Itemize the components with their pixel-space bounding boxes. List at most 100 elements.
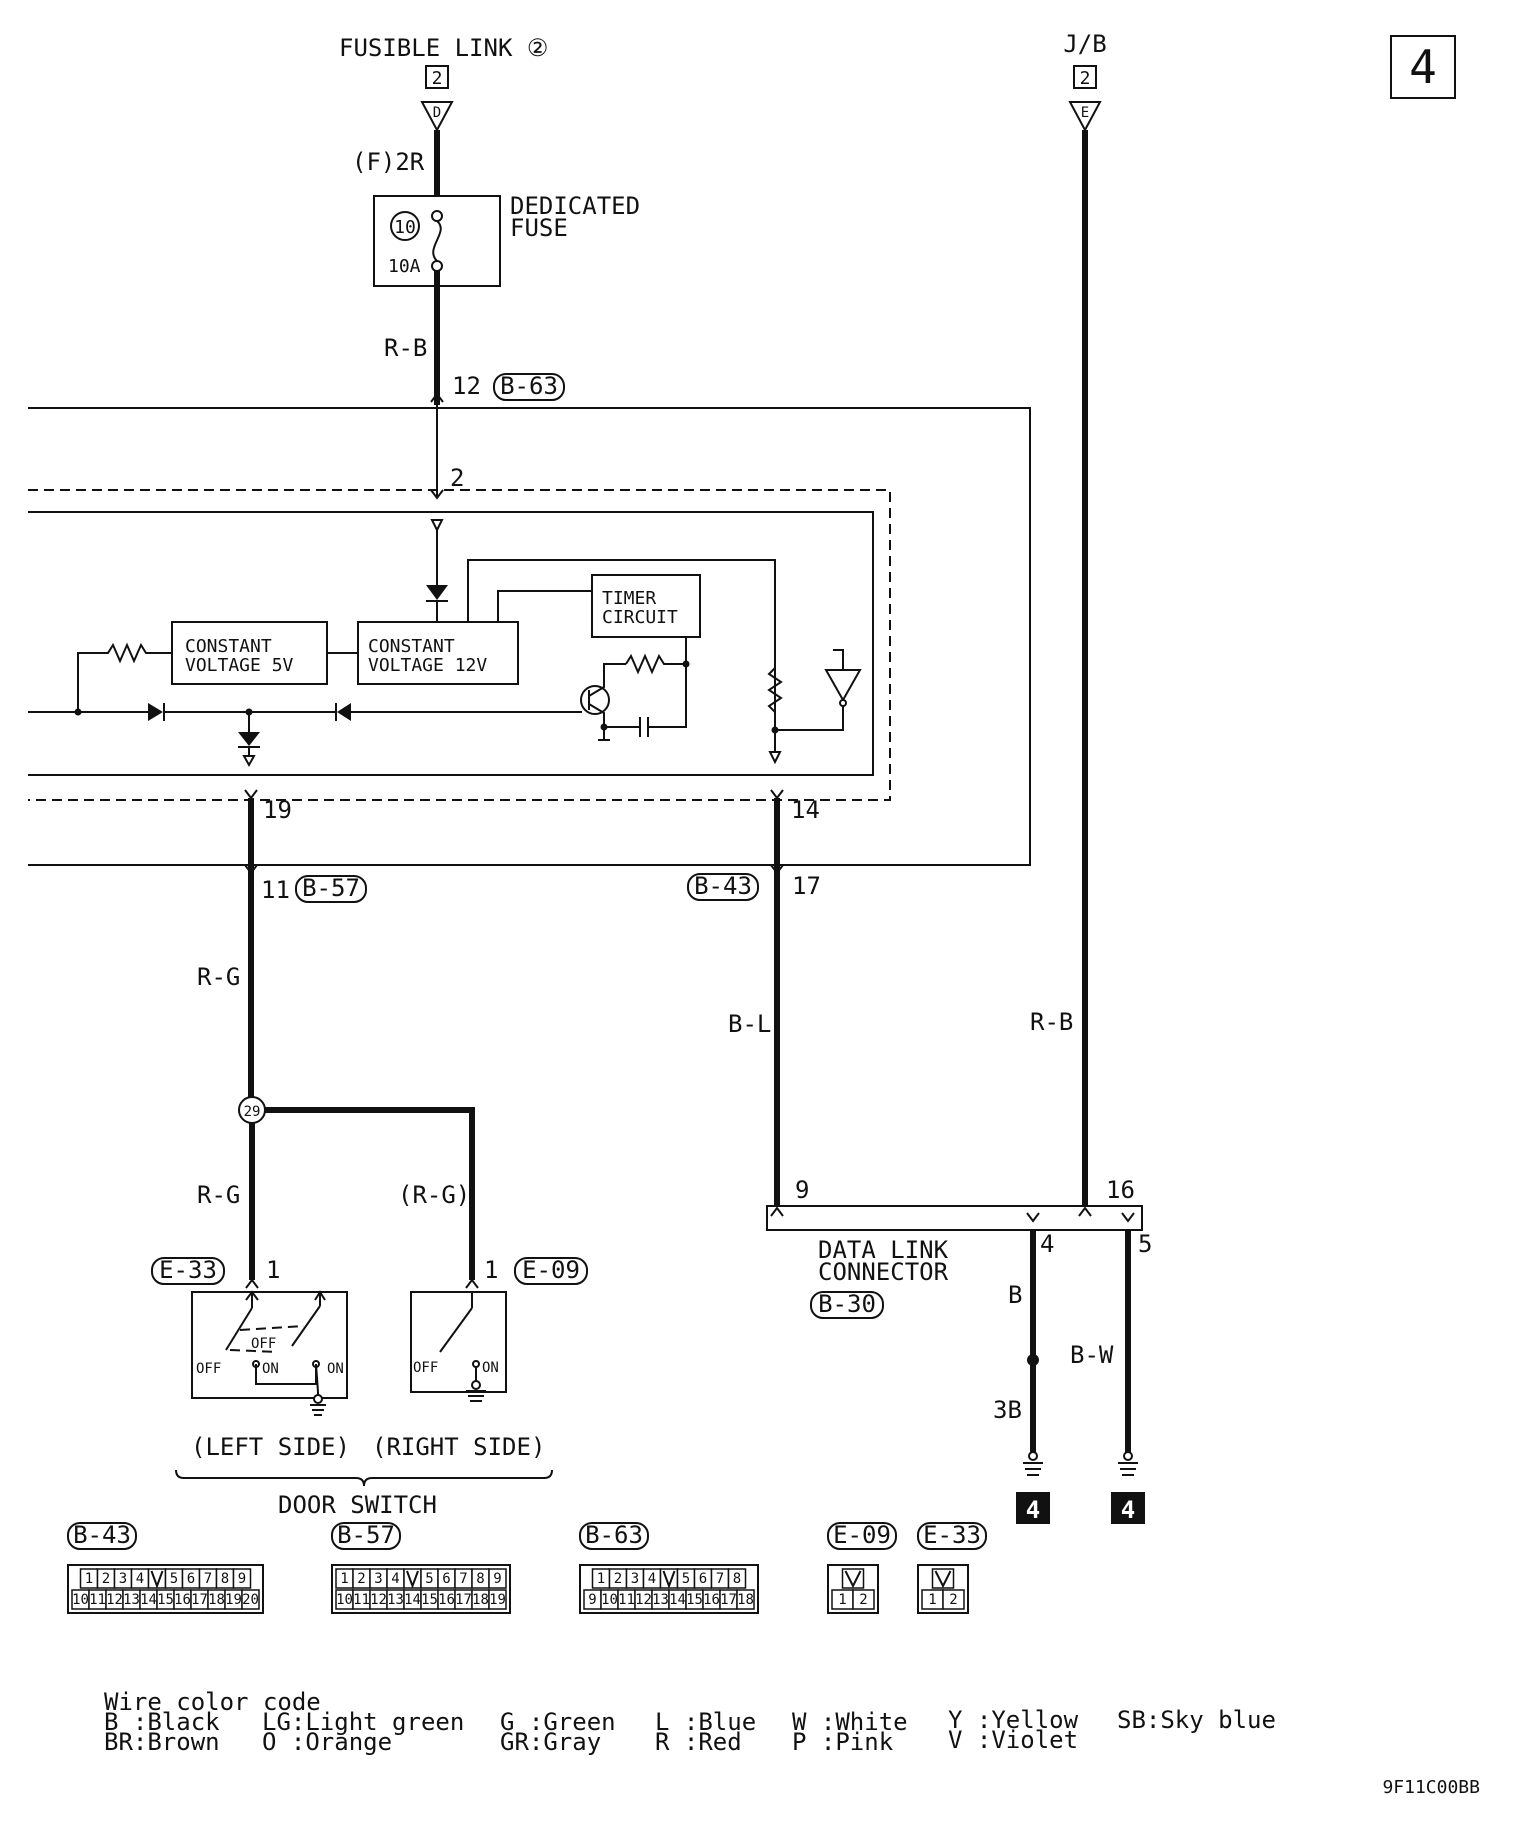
connector-pin-number: 6	[442, 1571, 450, 1587]
connector-pin-number: 7	[459, 1571, 467, 1587]
connector-pin-number: 18	[472, 1592, 489, 1608]
jb-label: J/B	[1063, 30, 1106, 58]
ground-3b-wire: 3B	[993, 1396, 1022, 1424]
connector-pin-number: 16	[438, 1592, 455, 1608]
left-side-label: (LEFT SIDE)	[191, 1433, 350, 1461]
data-link-label-2: CONNECTOR	[818, 1258, 949, 1286]
ground-marker-2	[1111, 1492, 1145, 1524]
connector-pin-number: 14	[140, 1592, 157, 1608]
connector-pin-number: 1	[597, 1571, 605, 1587]
b57-conn: B-57	[302, 874, 360, 902]
connector-pin-number: 2	[614, 1571, 622, 1587]
legend-orange: O :Orange	[262, 1728, 392, 1756]
ground-marker-2-text: 4	[1121, 1496, 1135, 1524]
connector-pin-number: 5	[170, 1571, 178, 1587]
connector-pin-number: 8	[476, 1571, 484, 1587]
b57-conn-badge	[295, 875, 367, 903]
connector-pin-cell	[727, 1568, 747, 1589]
ground-marker-1-text: 4	[1026, 1496, 1040, 1524]
data-link-wire: B-L	[728, 1010, 771, 1038]
diagram-code: 9F11C00BB	[1382, 1777, 1480, 1798]
connector-pin-number: 11	[353, 1592, 370, 1608]
connector-badge	[67, 1522, 137, 1550]
fusible-link-terminal-label: D	[433, 105, 441, 121]
jb-wire-label: R-B	[1030, 1008, 1073, 1036]
cv12-label-2: VOLTAGE 12V	[368, 655, 487, 676]
fuse-number: 10	[394, 217, 416, 238]
connector-key	[934, 1570, 952, 1589]
connector-pin-number: 9	[238, 1571, 246, 1587]
page-number: 4	[1409, 40, 1437, 94]
connector-pin-number: 18	[737, 1592, 754, 1608]
fusible-wire-label: (F)2R	[352, 148, 425, 176]
e09-conn-badge	[514, 1257, 588, 1285]
connector-pin-cell	[942, 1589, 965, 1610]
timer-label-2: CIRCUIT	[602, 607, 678, 628]
legend-pink: P :Pink	[792, 1728, 894, 1756]
connector-pin-number: 8	[733, 1571, 741, 1587]
right-door-switch	[410, 1291, 507, 1393]
connector-pin-number: 13	[123, 1592, 140, 1608]
inner-pin-2: 2	[450, 464, 464, 492]
b63-conn: B-63	[500, 372, 558, 400]
connector-pin-number: 1	[928, 1592, 936, 1608]
connector-pin-number: 9	[493, 1571, 501, 1587]
b30-conn: B-30	[818, 1290, 876, 1318]
legend-red: R :Red	[655, 1728, 742, 1756]
connector-title: E-09	[833, 1521, 891, 1549]
connector-pin-number: 6	[699, 1571, 707, 1587]
connector-pin-number: 4	[136, 1571, 144, 1587]
ecu-outer-box	[28, 407, 1031, 866]
connector-pin-number: 11	[618, 1592, 635, 1608]
fusible-link-label: FUSIBLE LINK ②	[339, 34, 548, 62]
connector-pin-number: 17	[720, 1592, 737, 1608]
jb-terminal-label: E	[1081, 105, 1089, 121]
connector-badge	[827, 1522, 897, 1550]
data-link-label-1: DATA LINK	[818, 1236, 949, 1264]
page-number-box	[1390, 35, 1456, 99]
connector-pin-number: 5	[425, 1571, 433, 1587]
connector-pin-cell	[488, 1568, 507, 1589]
connector-pin-number: 18	[208, 1592, 225, 1608]
legend-violet: V :Violet	[948, 1726, 1078, 1754]
legend-brown: BR:Brown	[104, 1728, 220, 1756]
ecu-dashed-box	[28, 489, 891, 801]
b63-conn-badge	[493, 373, 565, 401]
connector-pin-number: 2	[859, 1592, 867, 1608]
connector-title: B-57	[337, 1521, 395, 1549]
connector-pin-number: 6	[187, 1571, 195, 1587]
connector-pin-number: 8	[221, 1571, 229, 1587]
connector-pin-number: 5	[682, 1571, 690, 1587]
legend-sky-blue: SB:Sky blue	[1117, 1706, 1276, 1734]
cv5-label-2: VOLTAGE 5V	[185, 655, 294, 676]
jb-terminal	[1068, 101, 1102, 133]
ground-marker-1	[1016, 1492, 1050, 1524]
e09-conn: E-09	[522, 1256, 580, 1284]
wire-color-legend: Wire color code B :Black BR:Brown LG:Lig…	[104, 1688, 1276, 1756]
connector-pin-number: 10	[601, 1592, 618, 1608]
connector-pin-number: 7	[716, 1571, 724, 1587]
connector-pin-number: 10	[336, 1592, 353, 1608]
left-switch-off-1: OFF	[196, 1361, 221, 1377]
constant-voltage-5v-box	[171, 621, 328, 685]
fuse-number-circle	[390, 211, 420, 241]
cv12-label-1: CONSTANT	[368, 636, 455, 657]
connector-pin-number: 17	[455, 1592, 472, 1608]
connector-pin-number: 1	[85, 1571, 93, 1587]
right-side-label: (RIGHT SIDE)	[372, 1433, 545, 1461]
connector-badge	[331, 1522, 401, 1550]
inner-pin-14: 14	[791, 796, 820, 824]
dl-pin-9: 9	[795, 1176, 809, 1204]
dl-pin-5: 5	[1138, 1230, 1152, 1258]
left-switch-on-2: ON	[327, 1361, 344, 1377]
connector-pin-number: 2	[949, 1592, 957, 1608]
b43-conn-badge	[687, 873, 759, 901]
connector-pin-number: 11	[89, 1592, 106, 1608]
connector-badge	[917, 1522, 987, 1550]
connector-pin-number: 19	[489, 1592, 506, 1608]
